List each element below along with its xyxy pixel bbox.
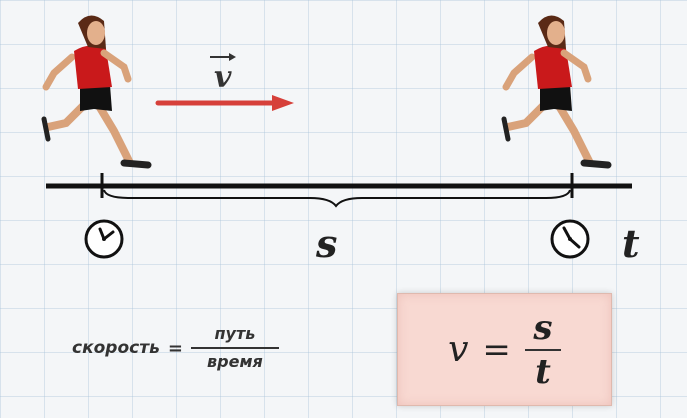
runner-icon-end (504, 15, 608, 165)
word-formula-fraction: путь время (190, 324, 279, 372)
vector-arrow-mark (210, 53, 236, 61)
formula-box: v = s t (397, 293, 612, 406)
formula-numerator: s (533, 307, 553, 348)
formula-fraction: s t (524, 307, 561, 392)
word-formula-numerator: путь (214, 324, 256, 343)
fraction-bar (190, 347, 279, 349)
formula-equals: = (482, 329, 511, 370)
velocity-label: v (214, 60, 232, 95)
clock-icon-end (550, 219, 590, 259)
word-formula-denominator: время (207, 352, 263, 371)
runner-icon-start (44, 15, 148, 165)
velocity-arrow-icon (155, 95, 294, 111)
formula-lhs: v (448, 329, 469, 370)
word-formula: скорость = путь время (72, 318, 279, 378)
clock-icon-start (84, 219, 124, 259)
distance-label: s (316, 221, 338, 266)
formula-denominator: t (535, 351, 551, 392)
word-formula-lhs: скорость (72, 338, 160, 358)
time-label: t (622, 221, 640, 266)
formula-fraction-bar (524, 348, 561, 351)
word-formula-equals: = (167, 337, 183, 359)
distance-brace (103, 189, 571, 208)
